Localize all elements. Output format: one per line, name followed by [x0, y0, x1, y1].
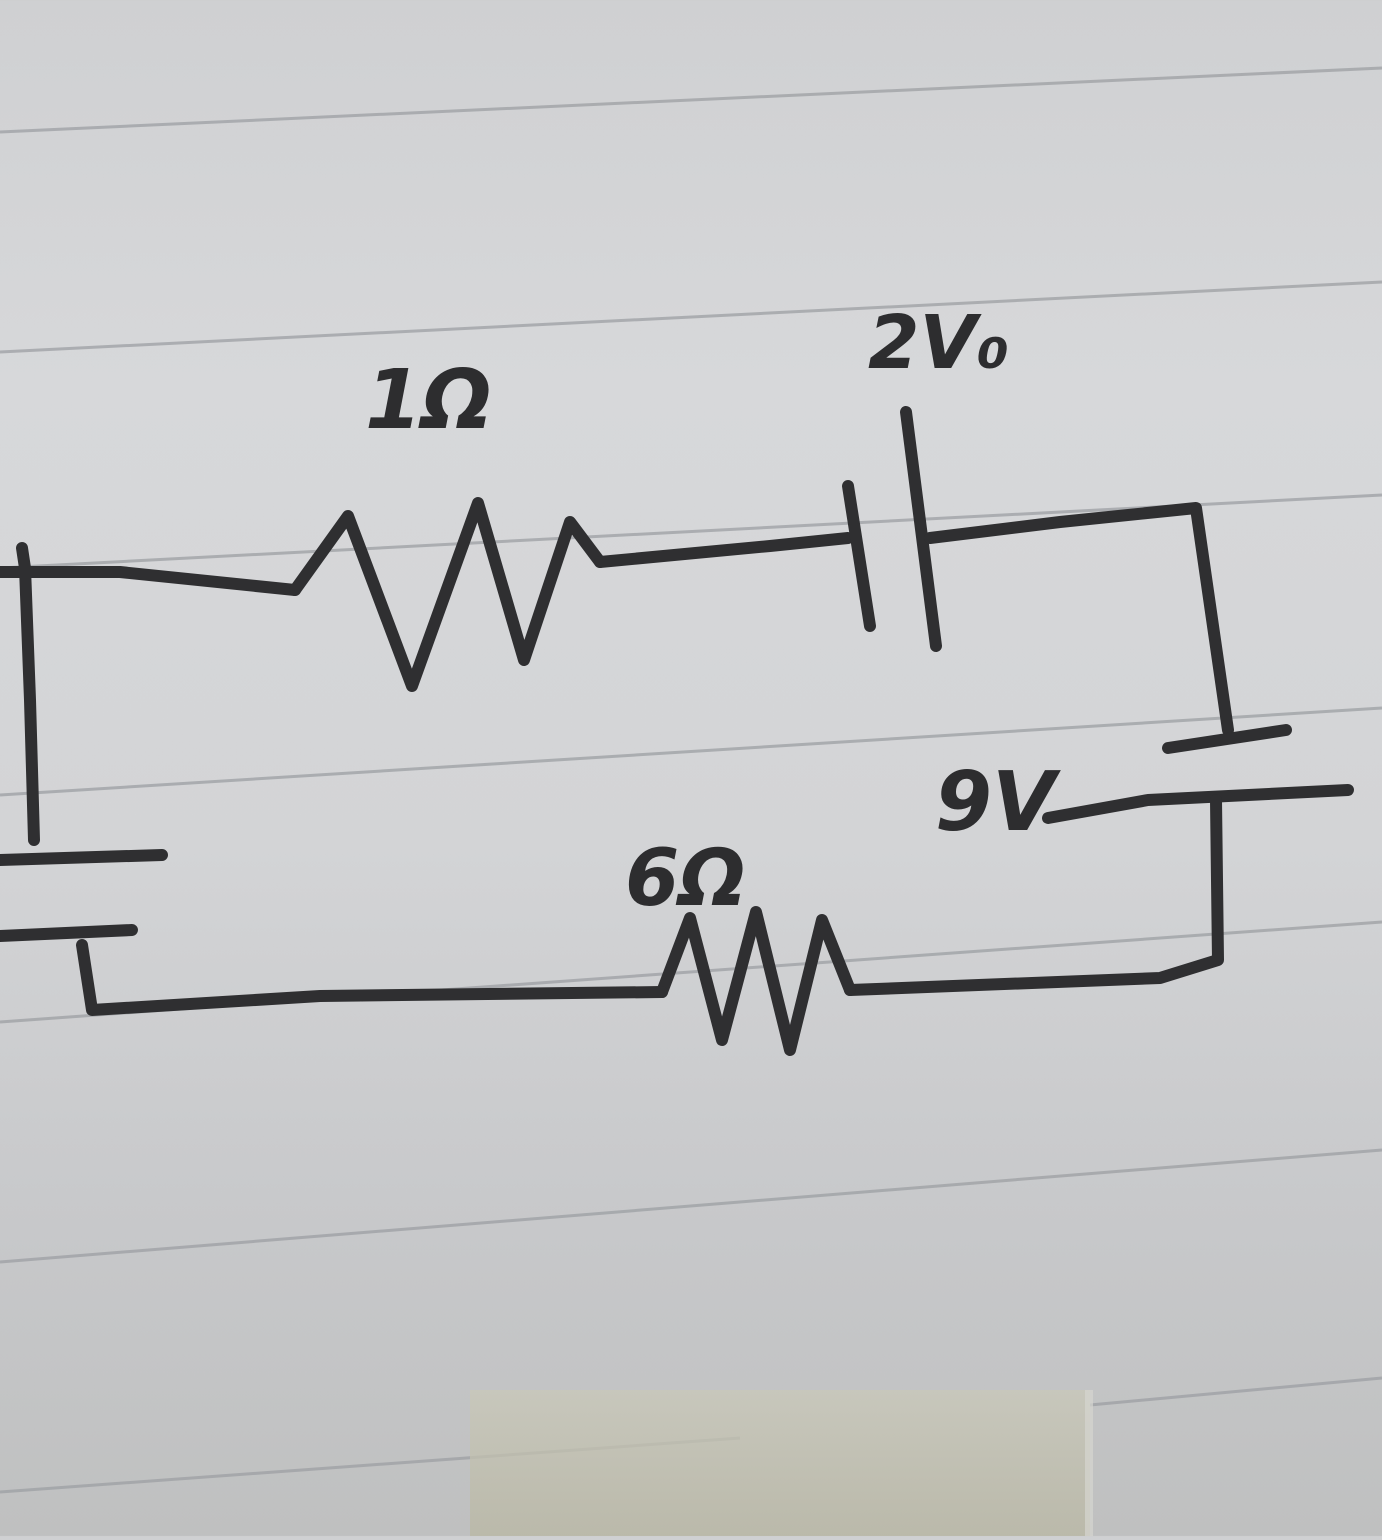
wire-r1-to-v1: [594, 532, 854, 568]
bottom-left-wire: [76, 939, 668, 1016]
ruled-lines: [0, 66, 1382, 1494]
label-r2: 6Ω: [625, 834, 746, 924]
cell-v2-long-plate: [1042, 784, 1354, 824]
resistor-r1: [289, 497, 606, 692]
cell-v3-long-plate: [0, 849, 168, 866]
cell-v2-short-plate: [1162, 724, 1292, 754]
left-wire: [16, 542, 40, 846]
label-v1: 2V₀: [868, 300, 1009, 386]
label-r1: 1Ω: [365, 353, 492, 448]
top-left-wire: [0, 566, 301, 596]
cell-v1-long-plate: [900, 406, 942, 652]
paper-underlay-edge: [1085, 1390, 1093, 1536]
paper-underlay: [470, 1390, 1090, 1536]
cell-v2: [1042, 724, 1354, 824]
resistor-r2: [656, 906, 856, 1056]
top-right-wire: [924, 502, 1234, 736]
right-bottom-wire: [844, 794, 1224, 996]
label-v2: 9V: [935, 755, 1061, 850]
cell-v1-short-plate: [842, 480, 876, 632]
cell-v3: [0, 849, 168, 942]
cell-v3-short-plate: [0, 924, 138, 942]
cell-v1: [842, 406, 942, 652]
